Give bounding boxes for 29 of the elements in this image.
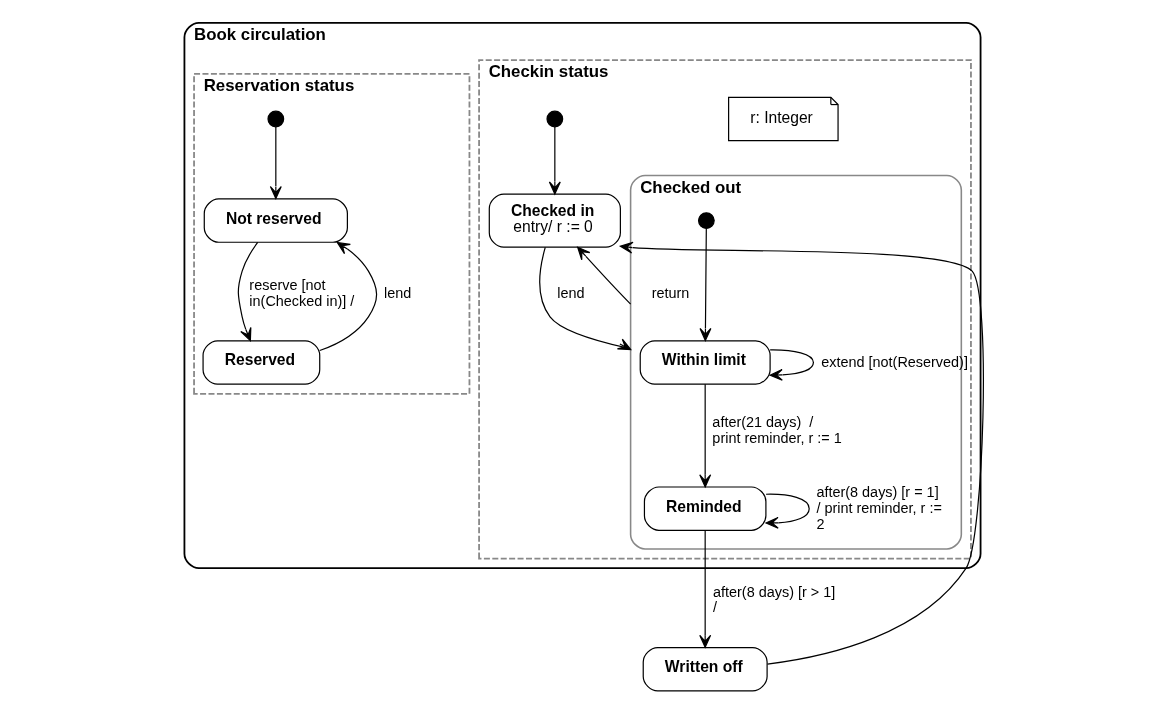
arrow [698, 227, 711, 342]
arrow [764, 493, 810, 529]
arrow [576, 246, 631, 305]
node-box: Reserved [201, 340, 320, 385]
arrow [237, 241, 258, 342]
node-box: Not reserved [203, 198, 348, 243]
edge-label: extend [not(Reserved)] [820, 353, 968, 370]
node-box: Reminded [643, 486, 766, 531]
arrow [318, 241, 377, 352]
arrow [269, 126, 282, 200]
edge-label: lend [556, 285, 585, 302]
arrow [619, 241, 984, 665]
edge-label: after(21 days) / print reminder, r := 1 [711, 413, 842, 446]
edge-label: reserve [not in(Checked in)] / [248, 276, 354, 309]
arrow [698, 383, 711, 488]
node-box: Within limit [639, 340, 771, 385]
arrow [538, 246, 631, 351]
arrow [769, 349, 814, 381]
node-circle [266, 110, 284, 128]
edge-label: lend [383, 285, 411, 302]
edge-label: return [651, 285, 689, 302]
node-box: Checked in entry/ r := 0 [488, 193, 621, 248]
node-circle [545, 110, 563, 128]
node-circle [697, 212, 715, 230]
arrow [548, 126, 561, 195]
node-box: Written off [642, 646, 768, 692]
edge-label: after(8 days) [r = 1] / print reminder, r := 2 [815, 484, 942, 532]
edge-label: after(8 days) [r > 1] / [712, 583, 835, 616]
arrow [698, 529, 711, 648]
